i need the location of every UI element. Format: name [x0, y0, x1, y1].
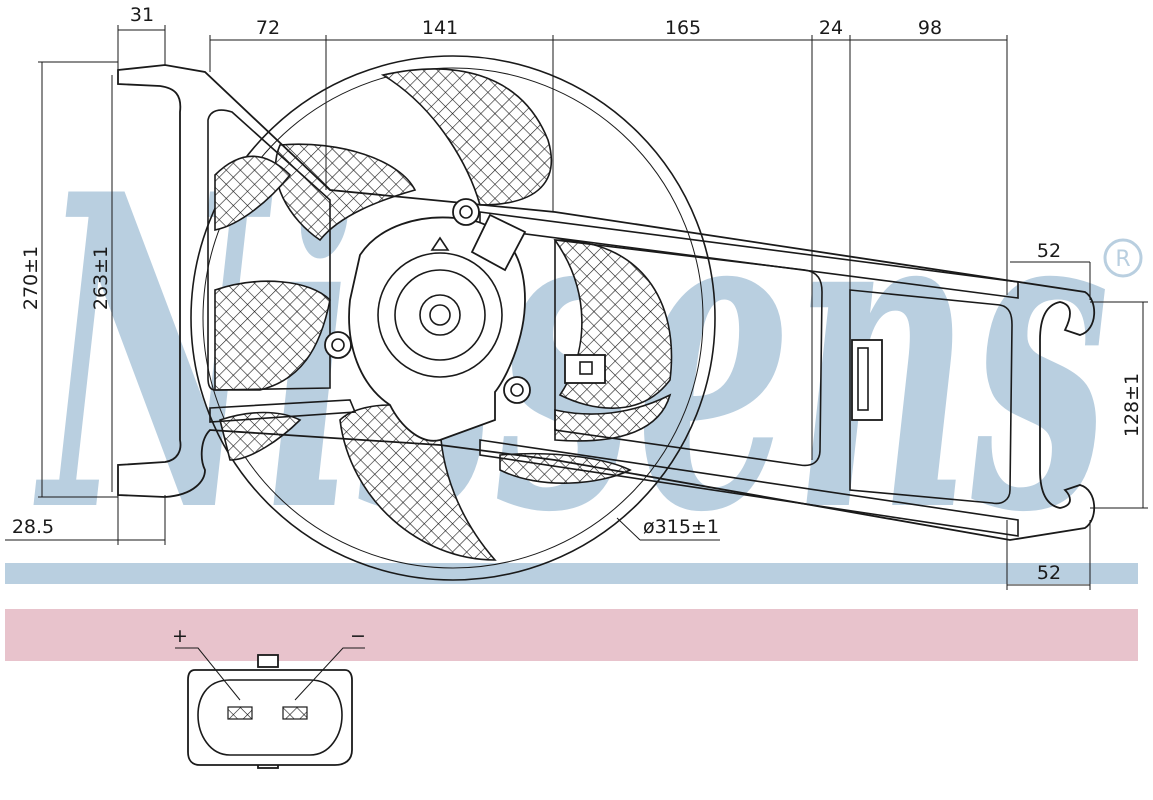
connector-minus-lead [294, 647, 365, 701]
dim-label: 165 [665, 17, 701, 39]
motor-ring-mid [394, 269, 486, 361]
motor-assembly [324, 198, 531, 442]
fan-blade [214, 155, 292, 231]
mounting-bolt [324, 331, 352, 359]
fan-blades [214, 68, 673, 561]
connector-inner-oval [197, 679, 343, 756]
connector-pin-minus [282, 706, 308, 720]
dimension-lines [5, 25, 1148, 590]
dim-label: 141 [422, 17, 458, 39]
mounting-bolt-core [510, 383, 524, 397]
mounting-bolt [503, 376, 531, 404]
dim-label: 128±1 [1121, 373, 1143, 437]
dim-label: ø315±1 [643, 516, 719, 538]
fan-blade [554, 393, 672, 442]
connector-pin-plus [227, 706, 253, 720]
registered-mark-ring [1103, 238, 1143, 278]
frame-right-window [554, 239, 823, 467]
dimension-labels: 31 72 141 165 24 98 270±1 263±1 28.5 ø31… [12, 4, 1143, 584]
side-clip [851, 339, 883, 421]
connector-body [187, 669, 353, 766]
connector-top-key [257, 654, 279, 668]
frame-lower-strut [209, 399, 357, 423]
fan-blade [219, 411, 302, 461]
connector-plus-lead [175, 647, 241, 701]
pink-band [5, 609, 1138, 661]
dim-label: 98 [918, 17, 942, 39]
mounting-frame [117, 64, 1096, 541]
side-clip-slot [857, 347, 869, 411]
dim-label: 24 [819, 17, 843, 39]
dim-label: 52 [1037, 240, 1061, 262]
motor-ring-outer [377, 252, 503, 378]
connector-minus-label: − [350, 625, 366, 647]
motor-hub [419, 294, 461, 336]
motor-shaft [429, 304, 451, 326]
motor-arrow-marker [430, 236, 450, 251]
fan-blade [380, 68, 553, 206]
connector-tab [564, 354, 606, 384]
dim-label: 72 [256, 17, 280, 39]
motor-plug [470, 213, 527, 272]
dim-label: 270±1 [20, 246, 42, 310]
mounting-bolt-core [331, 338, 345, 352]
mounting-bolt [452, 198, 480, 226]
dim-label: 31 [130, 4, 154, 26]
connector-tab-hole [579, 361, 593, 375]
connector-plus-label: + [172, 625, 188, 647]
frame-bottom-strut [479, 439, 1019, 537]
fan-shroud-ring [190, 55, 716, 581]
frame-left-window [207, 109, 331, 391]
frame-outline [117, 64, 1096, 541]
blue-band [5, 563, 1138, 584]
mounting-bolt-core [459, 205, 473, 219]
dim-label: 52 [1037, 562, 1061, 584]
electrical-connector: + − [172, 625, 366, 769]
dim-label: 28.5 [12, 516, 54, 538]
frame-far-right-window [849, 289, 1013, 505]
dim-label: 263±1 [90, 246, 112, 310]
registered-mark-letter: R [1115, 247, 1130, 272]
fan-shroud-inner-ring [202, 67, 704, 569]
